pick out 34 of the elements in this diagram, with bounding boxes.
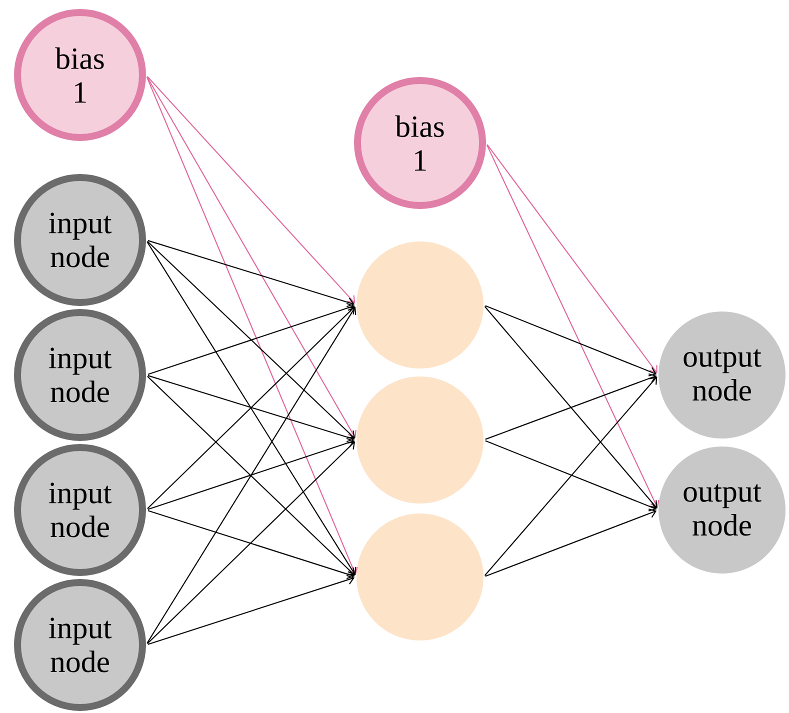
arrow: [485, 373, 657, 440]
arrow: [485, 440, 657, 512]
hidden-node: [356, 242, 484, 368]
arrow: [486, 144, 658, 374]
bias-node: bias 1: [354, 77, 486, 209]
arrow: [148, 438, 355, 510]
arrow: [147, 306, 356, 509]
arrow: [484, 306, 658, 508]
arrow: [484, 376, 658, 576]
input-node: input node: [14, 444, 146, 576]
arrow: [148, 510, 355, 580]
arrow: [146, 306, 356, 644]
hidden-node: [356, 514, 484, 640]
arrow: [485, 305, 657, 376]
arrow: [148, 303, 355, 375]
arrow: [148, 574, 355, 645]
arrow: [146, 76, 356, 438]
arrow: [148, 240, 355, 308]
output-node: output node: [658, 312, 786, 438]
arrow: [147, 441, 356, 644]
arrow: [485, 508, 657, 577]
output-node: output node: [658, 446, 786, 574]
arrow: [147, 376, 356, 576]
input-node: input node: [14, 309, 146, 441]
arrow: [148, 375, 355, 442]
arrow: [486, 144, 660, 508]
hidden-node: [356, 376, 484, 504]
input-node: input node: [14, 174, 146, 306]
input-node: input node: [14, 579, 146, 711]
arrow: [146, 241, 356, 576]
bias-node: bias 1: [14, 9, 146, 141]
arrow: [147, 240, 356, 439]
arrow: [146, 76, 358, 576]
arrow: [146, 76, 356, 304]
